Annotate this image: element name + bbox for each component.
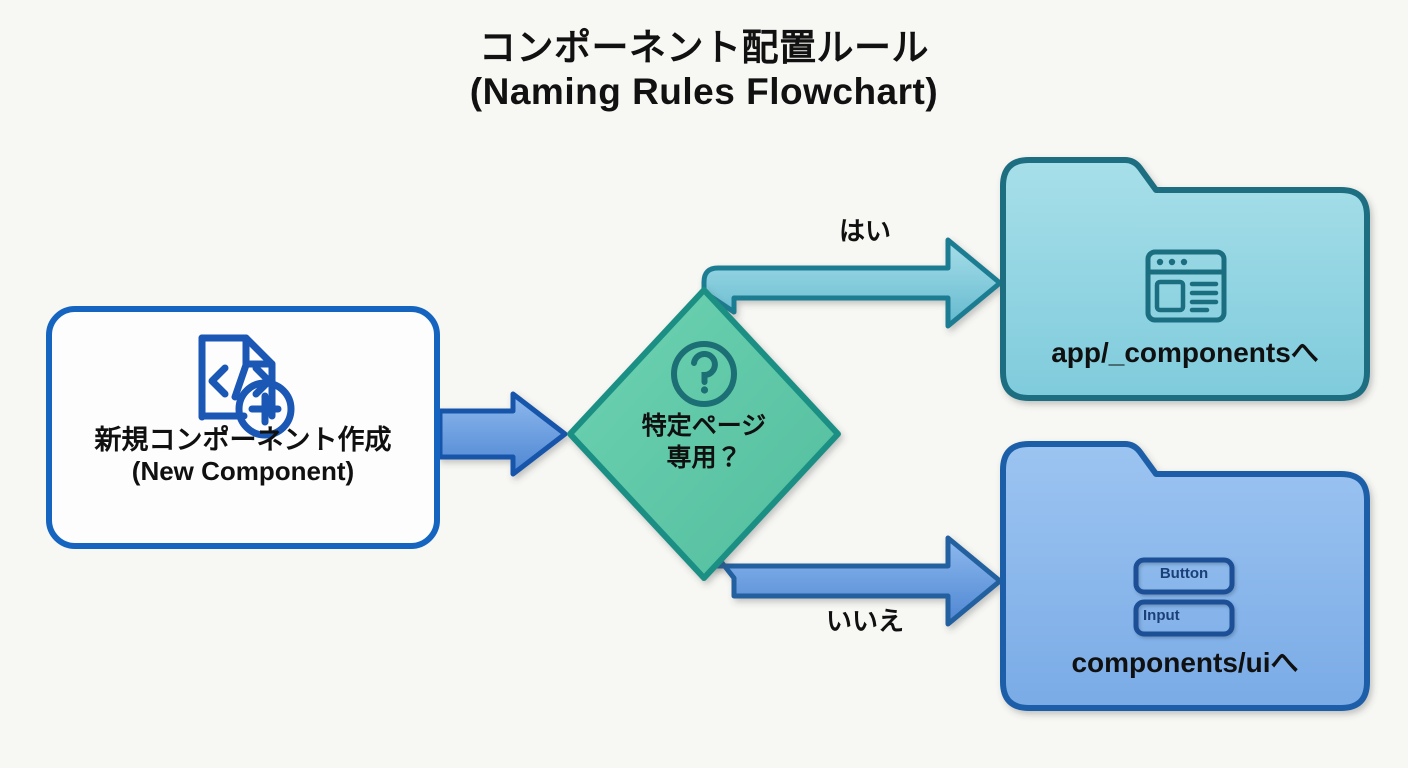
chip-input-label: Input: [1143, 607, 1180, 624]
document-code-add-icon: [198, 334, 295, 439]
question-circle-icon: [671, 341, 737, 407]
page-title: コンポーネント配置ルール (Naming Rules Flowchart): [0, 26, 1408, 113]
edge-label-no: いいえ: [825, 606, 904, 636]
title-line-english: (Naming Rules Flowchart): [469, 70, 939, 112]
decision-node-label: 特定ページ 専用？: [576, 410, 832, 474]
edge-yes: [701, 237, 1003, 329]
edge-start-to-decision: [437, 391, 568, 477]
folder-app-components-label: app/_componentsへ: [1051, 337, 1319, 368]
title-line-japanese: コンポーネント配置ルール: [479, 27, 929, 68]
decision-label-line1: 特定ページ: [641, 412, 767, 440]
browser-window-icon: [1145, 249, 1227, 323]
chip-button-label: Button: [1159, 565, 1209, 582]
start-node-label-ja: 新規コンポーネント作成: [94, 425, 392, 455]
folder-components-ui-label: components/uiへ: [1071, 647, 1299, 678]
start-node-label: 新規コンポーネント作成 (New Component): [48, 424, 438, 488]
node-folder-components-ui[interactable]: [1000, 441, 1370, 711]
decision-label-line2: 専用？: [666, 444, 742, 472]
node-decision-diamond[interactable]: [567, 287, 841, 581]
node-folder-app-components[interactable]: [1000, 157, 1370, 401]
ui-components-icon: [1133, 557, 1235, 637]
start-node-label-en: (New Component): [131, 456, 355, 487]
edge-label-yes: はい: [838, 216, 891, 246]
